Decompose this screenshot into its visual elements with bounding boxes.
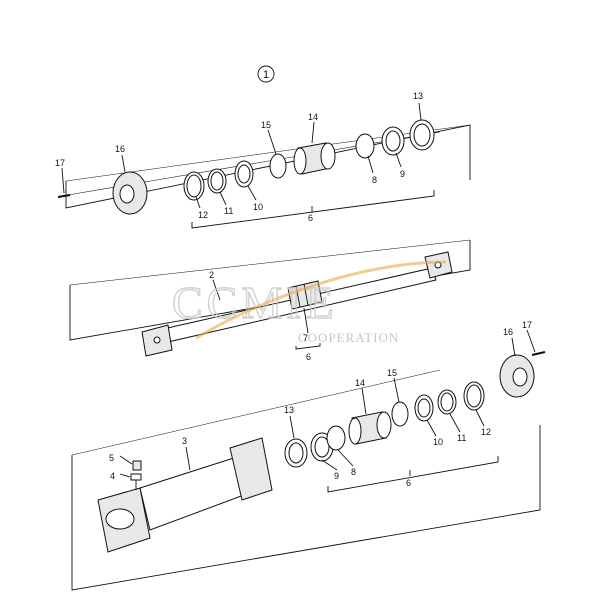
ring-13-b (284, 438, 308, 468)
label-10: 10 (253, 202, 263, 212)
piston-14 (293, 142, 336, 175)
ring-13 (409, 119, 435, 151)
label-14-b: 14 (355, 378, 365, 388)
label-6-middle: 6 (306, 352, 311, 362)
ring-15 (269, 153, 287, 179)
label-14: 14 (308, 112, 318, 122)
ring-11-b (437, 389, 457, 415)
ring-10-b (414, 394, 434, 422)
label-6: 6 (308, 213, 313, 223)
view-number: 1 (263, 69, 269, 81)
label-17: 17 (55, 158, 65, 168)
piston-14-b (348, 411, 392, 445)
label-16-b: 16 (503, 327, 513, 337)
top-seal-kit-group: 17 16 12 11 10 15 14 8 9 13 6 (55, 91, 471, 229)
ring-9 (381, 126, 405, 156)
ring-15-b (391, 401, 409, 427)
watermark-brand: CCMIE (172, 277, 338, 328)
label-2: 2 (209, 270, 214, 280)
label-16: 16 (115, 144, 125, 154)
label-8: 8 (372, 175, 377, 185)
ring-10 (234, 160, 254, 188)
label-13: 13 (413, 91, 423, 101)
cylinder-tube-3 (97, 437, 273, 553)
grease-fitting-5-4 (130, 460, 142, 490)
label-15-b: 15 (387, 368, 397, 378)
label-15: 15 (261, 120, 271, 130)
watermark: CCMIE COOPERATION (171, 260, 447, 345)
label-9-b: 9 (334, 471, 339, 481)
label-5: 5 (109, 453, 114, 463)
flange-16-b (499, 354, 535, 398)
ring-8 (355, 133, 375, 159)
cylinder-tube-group: 5 4 3 13 9 8 14 15 10 11 12 16 17 6 (71, 320, 546, 591)
bolt-17-b (531, 351, 546, 356)
ring-8-b (326, 425, 346, 451)
label-4: 4 (110, 471, 115, 481)
bolt-17 (57, 194, 71, 198)
label-3: 3 (182, 436, 187, 446)
piston-rod-2 (141, 251, 453, 357)
label-6-b: 6 (406, 478, 411, 488)
ring-12 (183, 171, 205, 201)
ring-11 (207, 168, 227, 194)
label-11: 11 (224, 206, 233, 216)
view-number-marker: 1 (257, 65, 275, 83)
label-8-b: 8 (351, 467, 356, 477)
label-12-b: 12 (481, 427, 491, 437)
piston-rod-group: 2 7 6 (69, 239, 471, 362)
label-7: 7 (303, 333, 308, 343)
label-9: 9 (400, 169, 405, 179)
label-11-b: 11 (457, 433, 466, 443)
watermark-swoosh (195, 260, 447, 340)
label-12: 12 (198, 210, 208, 220)
flange-16 (112, 171, 148, 215)
watermark-subtitle: COOPERATION (298, 330, 399, 345)
ring-12-b (463, 381, 485, 411)
label-13-b: 13 (284, 405, 294, 415)
label-10-b: 10 (433, 437, 443, 447)
label-17-b: 17 (522, 320, 532, 330)
